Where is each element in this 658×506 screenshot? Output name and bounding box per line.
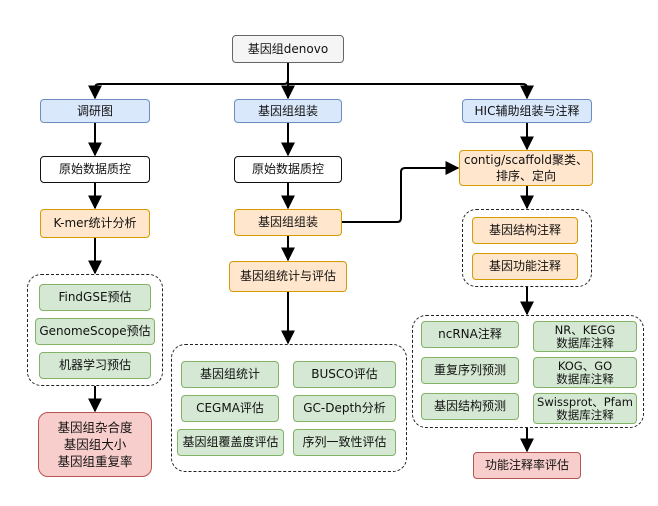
kmer-analysis-step: K-mer统计分析 (40, 209, 150, 238)
annotation-types-group (462, 209, 592, 287)
repeat-prediction: 重复序列预测 (421, 357, 519, 384)
findgse-estimate: FindGSE预估 (39, 284, 151, 311)
assembly-step: 基因组组装 (234, 209, 342, 236)
edge-assembly-to-hic (342, 161, 460, 223)
kog-go-annotation: KOG、GO 数据库注释 (533, 357, 637, 388)
research-qc-step: 原始数据质控 (40, 156, 150, 183)
stats-eval-step: 基因组统计与评估 (229, 261, 347, 292)
hic-header: HIC辅助组装与注释 (462, 99, 592, 123)
research-header: 调研图 (40, 99, 150, 123)
assembly-metrics-group (171, 344, 407, 472)
structure-annotation-type: 基因结构注释 (472, 217, 578, 244)
assembly-qc-step: 原始数据质控 (234, 156, 342, 183)
ml-estimate: 机器学习预估 (39, 352, 151, 379)
annotation-methods-group (412, 315, 644, 428)
nr-kegg-annotation: NR、KEGG 数据库注释 (533, 321, 637, 352)
gc-depth-metric: GC-Depth分析 (293, 395, 396, 422)
swissprot-pfam-annotation: Swissprot、Pfam 数据库注释 (533, 393, 637, 424)
consistency-metric: 序列一致性评估 (293, 429, 396, 456)
cluster-order-orient-step: contig/scaffold聚类、 排序、定向 (459, 150, 593, 186)
genome-stats-metric: 基因组统计 (181, 361, 279, 388)
assembly-header: 基因组组装 (234, 99, 342, 123)
genomescope-estimate: GenomeScope预估 (35, 318, 155, 345)
cegma-metric: CEGMA评估 (181, 395, 279, 422)
annotation-rate-result: 功能注释率评估 (473, 452, 581, 479)
function-annotation-type: 基因功能注释 (472, 253, 578, 280)
ncrna-annotation: ncRNA注释 (421, 321, 519, 348)
coverage-metric: 基因组覆盖度评估 (177, 429, 284, 456)
root-node: 基因组denovo (232, 35, 344, 63)
busco-metric: BUSCO评估 (293, 361, 396, 388)
research-result: 基因组杂合度 基因组大小 基因组重复率 (38, 412, 152, 477)
edge-root-research (88, 63, 289, 100)
estimate-methods-group (27, 274, 163, 386)
edge-root-hic (288, 83, 534, 100)
gene-structure-prediction: 基因结构预测 (421, 393, 519, 420)
